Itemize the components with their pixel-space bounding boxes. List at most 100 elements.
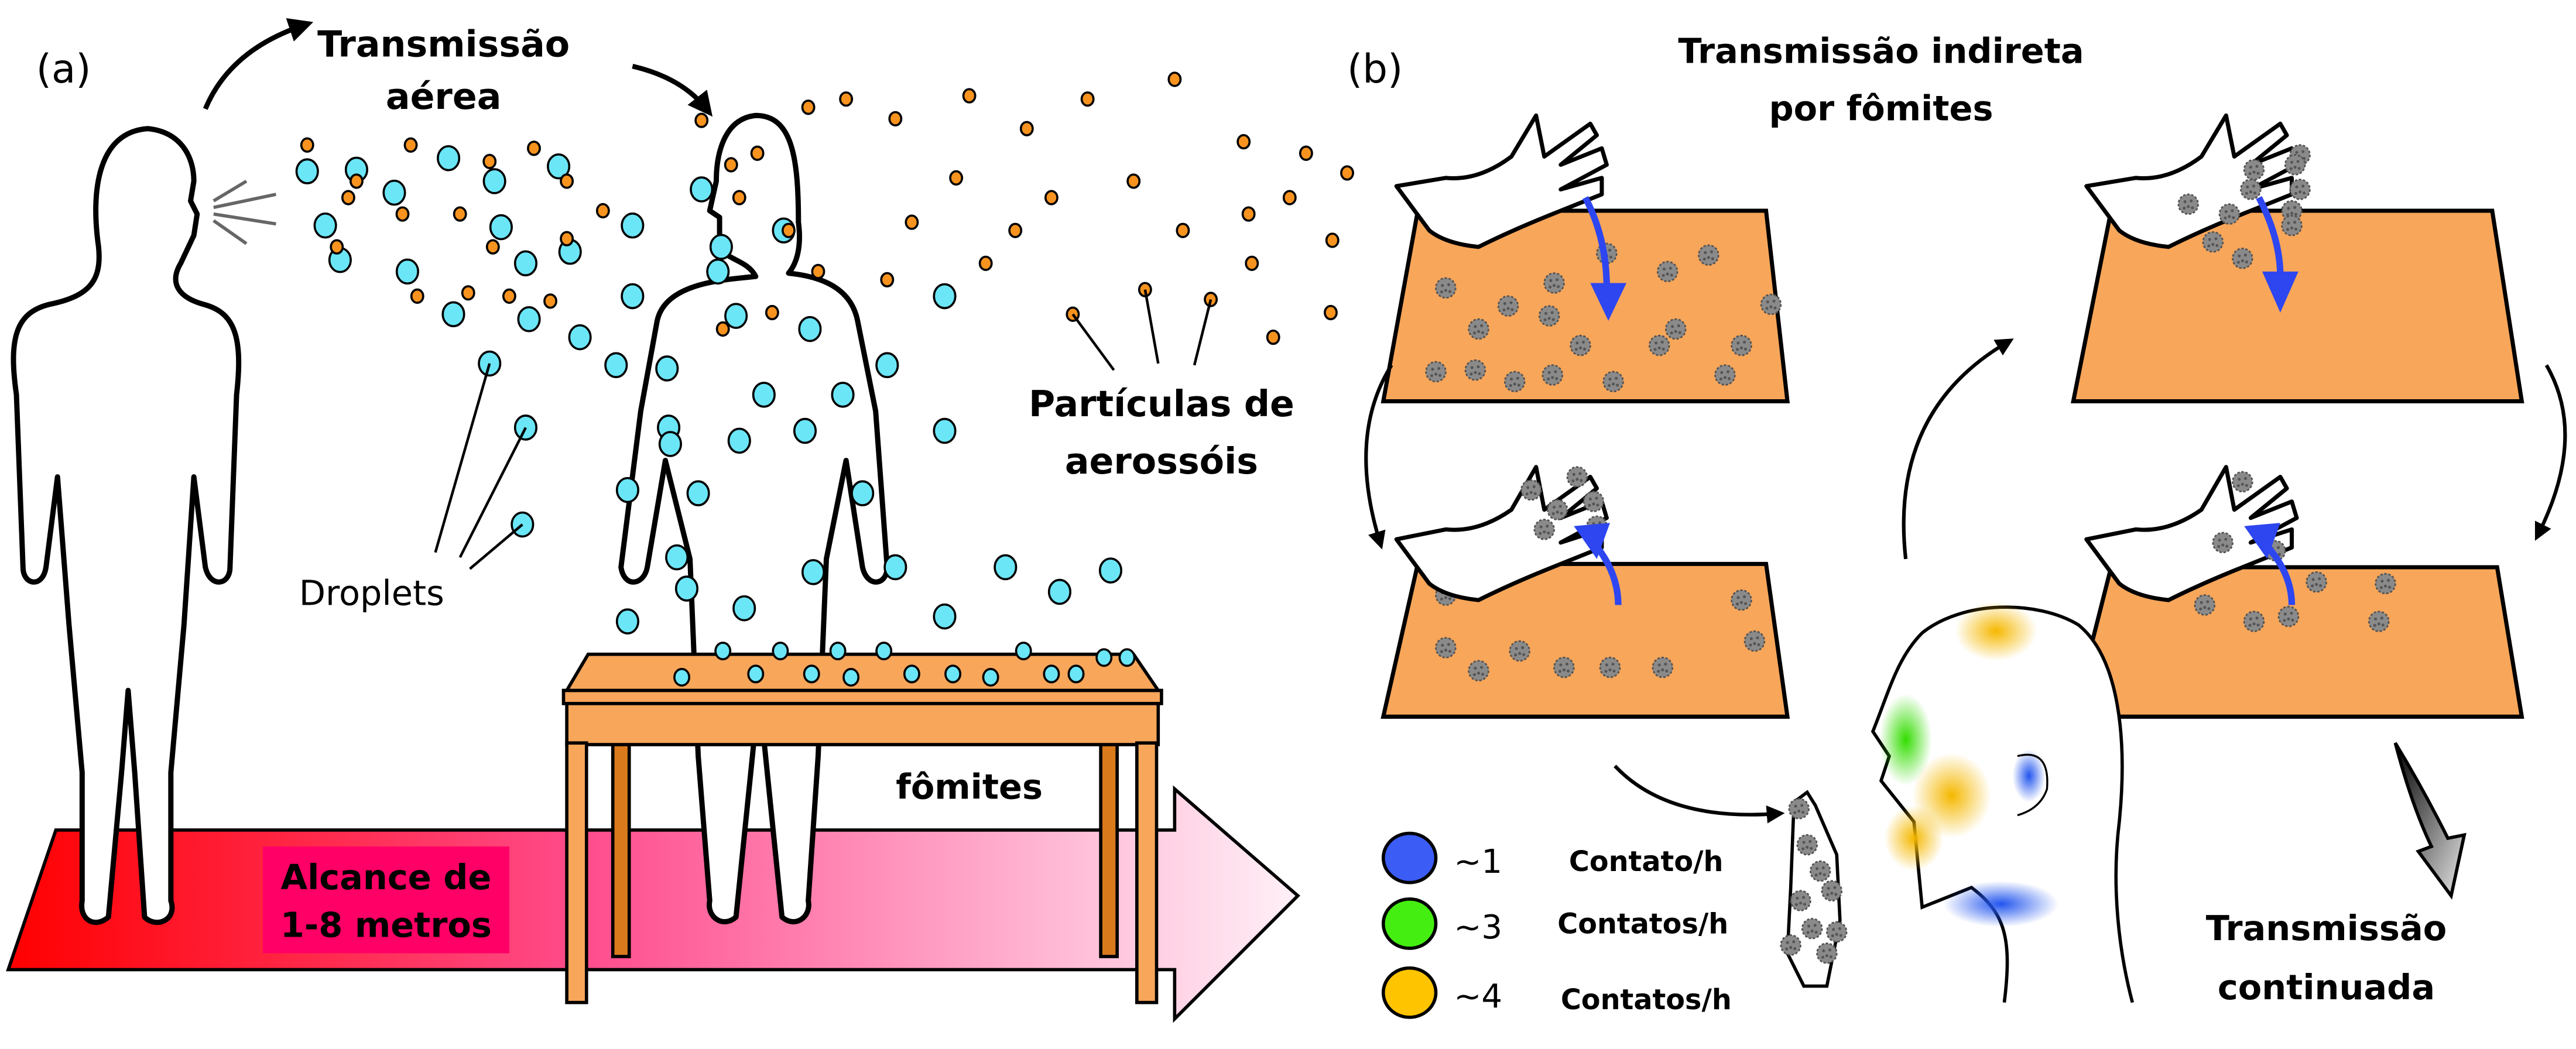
legend-swatch-blue [1381,831,1438,885]
droplet [933,417,957,444]
droplet [621,212,645,239]
hand-virus [2232,471,2253,493]
virus [1543,272,1565,294]
droplet [382,179,406,206]
face-hand-virus [1796,834,1818,856]
aerosol [1008,222,1023,238]
aerosol [482,153,497,169]
droplets-label: Droplets [299,573,444,613]
face-hand-virus [1826,921,1848,943]
hand-virus [2284,154,2306,176]
aerosol [485,239,500,255]
droplet [621,283,645,310]
face-hand-virus [1821,880,1843,902]
droplet [798,316,822,342]
hand-virus [2177,193,2199,215]
droplet [752,382,776,408]
aerosol [962,88,977,104]
hand-virus [2243,159,2265,181]
aerosol [1044,190,1059,205]
aerosol [905,214,919,230]
hand-virus [2281,215,2303,236]
legend-item: ~1 Contato/h [1381,831,1723,885]
hand-virus [2212,532,2234,554]
panel-b: (b) Transmissão indireta por fômites [1347,30,2567,1019]
breath-lines-icon [213,180,277,245]
contact-legend: ~1 Contato/h ~3 Contatos/h ~4 Contatos/h [1381,831,1732,1019]
aerosol [801,100,816,115]
droplet [732,595,756,622]
droplet [994,554,1018,581]
legend-value: ~1 [1454,843,1502,881]
aerosol [461,285,475,301]
legend-text: Contatos/h [1561,984,1732,1016]
aerosol [782,222,796,238]
outcome-line2: continuada [2218,967,2435,1007]
droplet [674,575,699,602]
table-droplet [944,664,962,684]
aerosol-label-line1: Partículas de [1029,383,1294,425]
table-droplet [982,668,999,687]
table-droplet [1015,642,1032,661]
virus [1553,656,1575,678]
virus [1464,359,1486,381]
virus [1656,260,1678,283]
face-hand-virus [1790,890,1811,911]
table-droplet [803,664,820,684]
table-droplet [772,642,789,661]
virus [1425,361,1447,383]
aerosol [765,304,779,321]
virus [2277,605,2300,628]
aerosol [543,293,557,309]
hand-bottom-left [1394,465,1609,602]
cycle-arrows [1364,338,2567,824]
aerosol [1167,71,1182,87]
panel-a-label: (a) [36,46,91,92]
aerosol [694,112,709,128]
head-profile [1871,601,2135,1003]
droplet [313,212,337,239]
aerosol [560,173,574,189]
legend-swatch-yellow [1381,966,1438,1019]
hand-virus [2218,203,2241,225]
droplet [875,352,899,379]
droplet [933,603,957,630]
aerosol [300,137,314,153]
droplet [1098,557,1123,584]
table-droplet [842,668,860,687]
droplet [441,301,465,328]
virus [1743,630,1766,652]
droplet [831,382,855,408]
aerosol [595,203,610,219]
virus [1509,640,1530,662]
aerosol [350,173,364,189]
range-label-line2: 1-8 metros [280,904,492,945]
panel-b-label: (b) [1347,46,1403,92]
virus [1731,589,1752,611]
virus [1538,305,1560,327]
virus [1602,371,1624,393]
panel-a: (a) Alcance de 1-8 metros Transmissão aé… [6,18,1354,1023]
aerosol [1176,222,1190,238]
table [561,652,1163,1005]
droplet [690,176,714,203]
aerosol [1266,329,1280,345]
aerosol [1080,91,1095,107]
aerosol [888,111,903,127]
virus [2375,573,2396,595]
face-hand-virus [1801,918,1823,940]
droplet [517,306,541,332]
hand-virus [1582,491,1605,512]
droplet [604,352,628,379]
droplet [295,158,319,184]
droplet [615,476,640,503]
droplet [489,214,513,241]
droplet [395,258,419,285]
person-receiver [618,112,890,925]
droplet [658,431,682,457]
droplet [724,303,748,329]
fomites-label: fômites [896,767,1043,807]
aerosol [732,190,746,205]
virus [1665,318,1687,340]
virus [1468,318,1489,340]
